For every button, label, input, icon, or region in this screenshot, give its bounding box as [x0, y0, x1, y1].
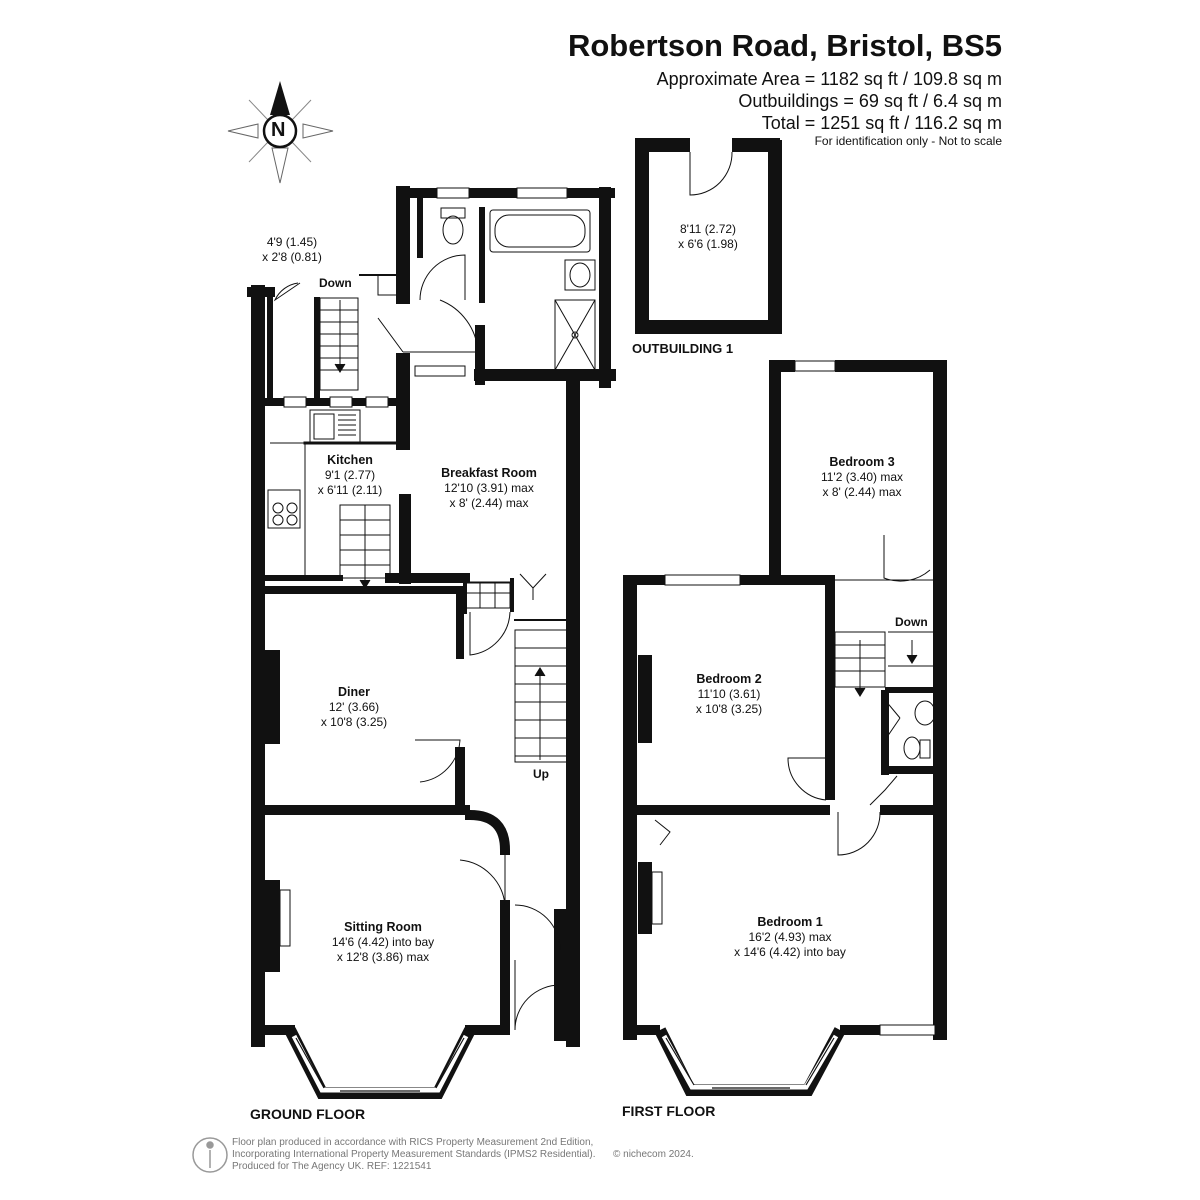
store-dim1: 4'9 (1.45): [266, 235, 318, 249]
kitchen-fixtures: [267, 409, 361, 578]
stairs-kitchen: [339, 504, 391, 589]
bedroom2-name: Bedroom 2: [696, 672, 762, 686]
outbuilding-dim2: x 6'6 (1.98): [678, 237, 738, 251]
bedroom2-label: Bedroom 2 11'10 (3.61) x 10'8 (3.25): [696, 672, 762, 717]
wc-fixtures-first: [903, 700, 936, 760]
diner-dim1: 12' (3.66): [328, 700, 380, 714]
outbuilding-label: OUTBUILDING 1: [632, 341, 734, 356]
down-label-ground: Down: [319, 276, 352, 290]
outbuilding-walls: [635, 138, 782, 334]
breakfast-room-name: Breakfast Room: [441, 466, 537, 480]
total-area: Total = 1251 sq ft / 116.2 sq m: [761, 113, 1002, 133]
bedroom3-dim1: 11'2 (3.40) max: [820, 470, 904, 484]
kitchen-dim2: x 6'11 (2.11): [317, 483, 383, 497]
kitchen-dim1: 9'1 (2.77): [324, 468, 376, 482]
store-dim2: x 2'8 (0.81): [262, 250, 322, 264]
first-floor-label: FIRST FLOOR: [622, 1103, 716, 1119]
outbuilding-dims: 8'11 (2.72) x 6'6 (1.98): [678, 222, 738, 252]
compass-icon: [227, 81, 334, 184]
footer-line2: Incorporating International Property Mea…: [232, 1149, 596, 1160]
bedroom2-dim2: x 10'8 (3.25): [695, 702, 763, 716]
stairs-first: [834, 631, 938, 697]
approx-area: Approximate Area = 1182 sq ft / 109.8 sq…: [656, 69, 1002, 89]
sitting-room-label: Sitting Room 14'6 (4.42) into bay x 12'8…: [332, 920, 434, 965]
page-title: Robertson Road, Bristol, BS5: [567, 28, 1002, 63]
breakfast-room-label: Breakfast Room 12'10 (3.91) max x 8' (2.…: [441, 466, 537, 511]
sitting-room-name: Sitting Room: [344, 920, 422, 934]
windows-ground: [283, 187, 568, 594]
diner-label: Diner 12' (3.66) x 10'8 (3.25): [321, 685, 387, 730]
disclaimer: For identification only - Not to scale: [814, 134, 1002, 148]
bedroom1-dim2: x 14'6 (4.42) into bay: [734, 945, 846, 959]
compass-label: N: [271, 119, 286, 141]
stairs-down-ground: [319, 274, 401, 391]
kitchen-name: Kitchen: [327, 453, 373, 467]
bathroom-fixtures-ground: [440, 207, 596, 371]
ground-floor-label: GROUND FLOOR: [250, 1106, 366, 1122]
sitting-room-dim2: x 12'8 (3.86) max: [336, 950, 430, 964]
windows-first: [664, 360, 936, 1036]
footer-notes: Floor plan produced in accordance with R…: [232, 1137, 596, 1173]
bedroom2-dim1: 11'10 (3.61): [697, 687, 761, 701]
bedroom3-label: Bedroom 3 11'2 (3.40) max x 8' (2.44) ma…: [821, 455, 903, 500]
sitting-room-dim1: 14'6 (4.42) into bay: [331, 935, 435, 949]
copyright: © nichecom 2024.: [613, 1149, 694, 1160]
first-floor-walls: [623, 360, 947, 1040]
diner-name: Diner: [338, 685, 370, 699]
outbuilding-dim1: 8'11 (2.72): [679, 222, 737, 236]
footer-line3: Produced for The Agency UK. REF: 1221541: [232, 1161, 432, 1172]
door-swings-first: [654, 535, 931, 856]
diner-dim2: x 10'8 (3.25): [320, 715, 388, 729]
bedroom1-dim1: 16'2 (4.93) max: [748, 930, 832, 944]
bedroom1-label: Bedroom 1 16'2 (4.93) max x 14'6 (4.42) …: [734, 915, 846, 960]
bay-window-first: [654, 1027, 846, 1096]
footer-line1: Floor plan produced in accordance with R…: [232, 1137, 594, 1148]
down-label-first: Down: [895, 615, 928, 629]
breakfast-room-dim2: x 8' (2.44) max: [449, 496, 529, 510]
door-swings-ground: [273, 254, 561, 1031]
bedroom1-name: Bedroom 1: [757, 915, 823, 929]
bedroom3-dim2: x 8' (2.44) max: [822, 485, 902, 499]
bedroom3-name: Bedroom 3: [829, 455, 895, 469]
store-dims: 4'9 (1.45) x 2'8 (0.81): [262, 235, 322, 265]
breakfast-room-dim1: 12'10 (3.91) max: [444, 481, 534, 495]
stairs-up-ground: [514, 629, 568, 763]
ground-floor-walls: [247, 186, 616, 1047]
bay-window-ground: [284, 1027, 476, 1099]
kitchen-label: Kitchen 9'1 (2.77) x 6'11 (2.11): [318, 453, 383, 498]
person-logo-icon: [192, 1137, 228, 1173]
outbuildings-area: Outbuildings = 69 sq ft / 6.4 sq m: [738, 91, 1002, 111]
up-label: Up: [533, 767, 549, 781]
